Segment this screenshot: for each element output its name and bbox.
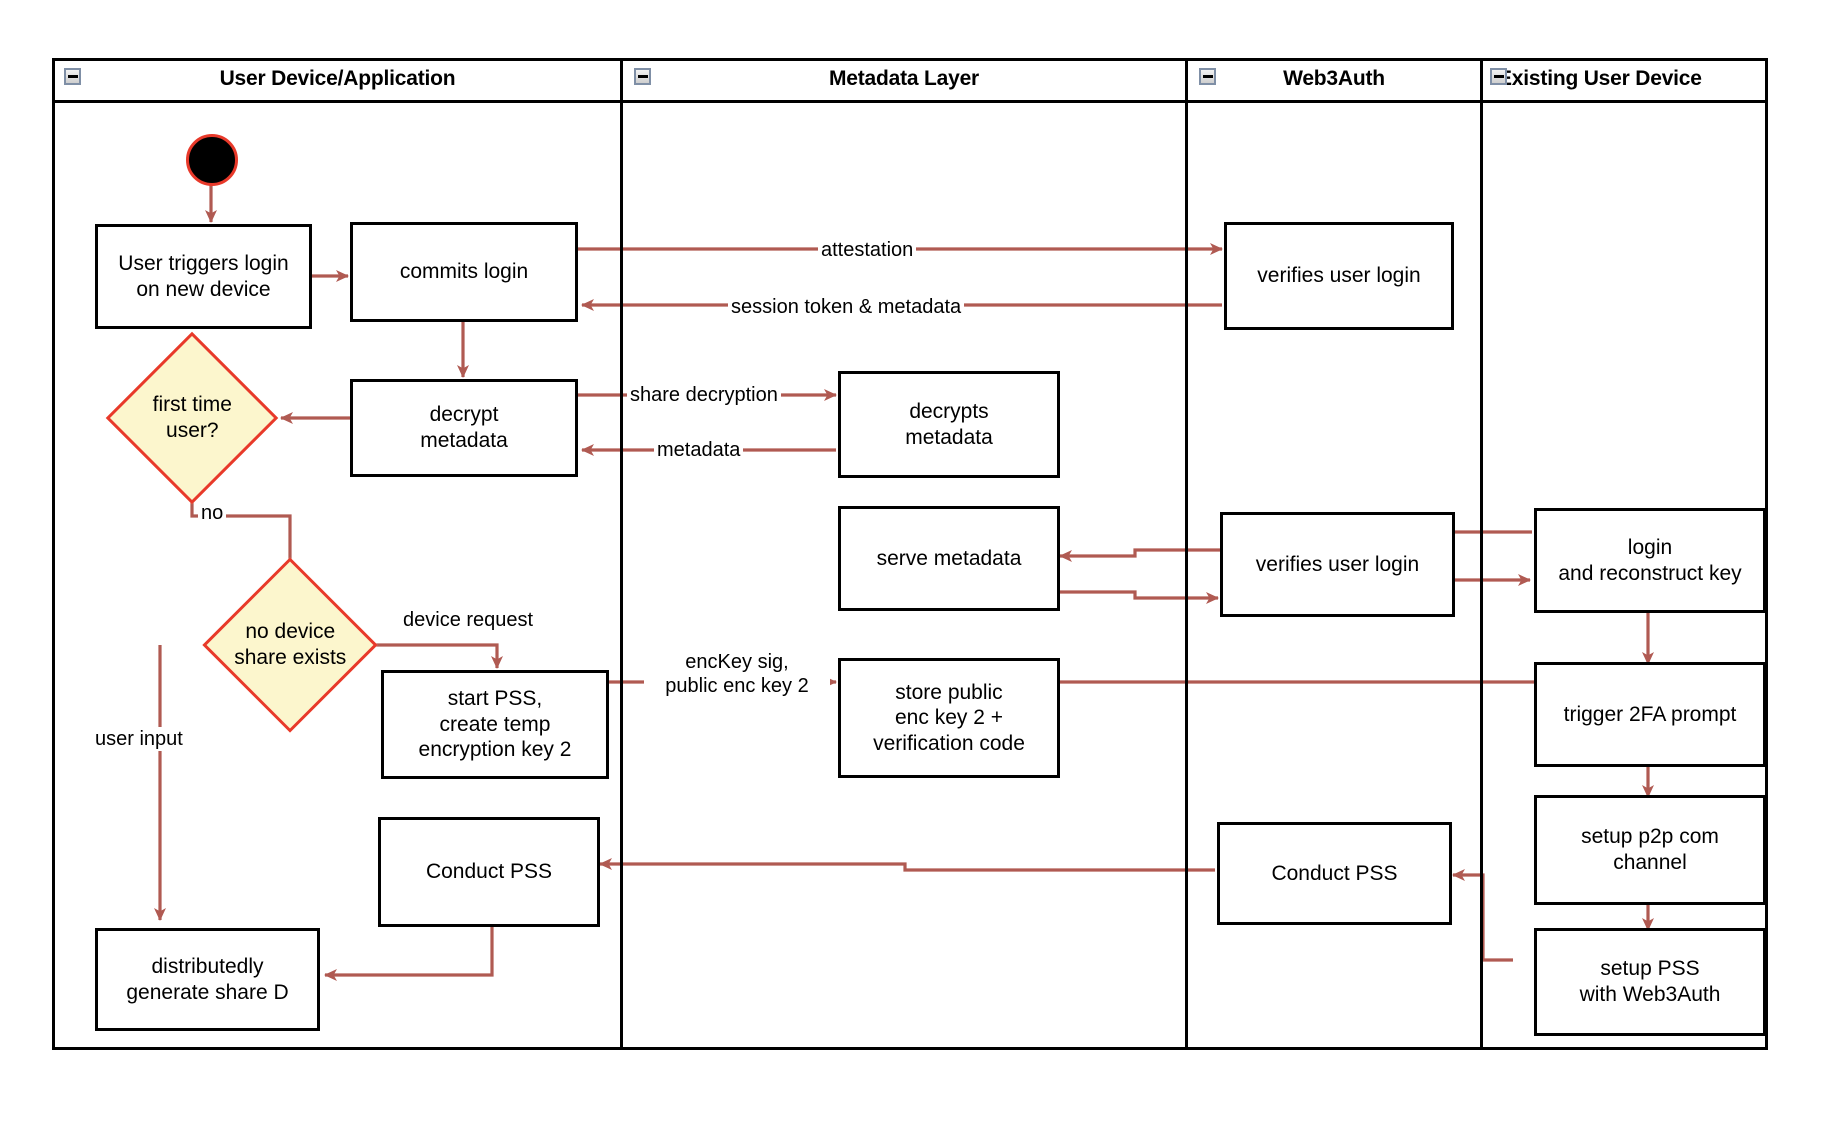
minus-box-icon-metadata-layer[interactable] bbox=[634, 68, 651, 85]
node-login-reconstruct-key[interactable]: login and reconstruct key bbox=[1534, 508, 1766, 613]
lane-title-web3auth: Web3Auth bbox=[1283, 67, 1385, 90]
edge-label-metadata: metadata bbox=[654, 438, 744, 462]
start-node bbox=[186, 134, 238, 186]
node-user-triggers-login[interactable]: User triggers login on new device bbox=[95, 224, 312, 329]
lane-divider-2 bbox=[1185, 58, 1188, 1050]
edge-label-no: no bbox=[198, 501, 227, 525]
decision-no-device-share-exists-label: no device share exists bbox=[233, 620, 347, 669]
node-setup-pss-web3auth[interactable]: setup PSS with Web3Auth bbox=[1534, 928, 1766, 1036]
edge-label-session-token-metadata: session token & metadata bbox=[728, 295, 965, 319]
node-commits-login[interactable]: commits login bbox=[350, 222, 578, 322]
lane-title-existing-user-device: Existing User Device bbox=[1498, 67, 1702, 90]
node-decrypt-metadata[interactable]: decrypt metadata bbox=[350, 379, 578, 477]
decision-first-time-user-label: first time user? bbox=[152, 393, 232, 442]
node-serve-metadata[interactable]: serve metadata bbox=[838, 506, 1060, 611]
edge-label-device-request: device request bbox=[400, 608, 537, 632]
minus-box-icon-existing-user-device[interactable] bbox=[1490, 68, 1507, 85]
node-trigger-2fa-prompt[interactable]: trigger 2FA prompt bbox=[1534, 662, 1766, 767]
node-generate-share-d[interactable]: distributedly generate share D bbox=[95, 928, 320, 1031]
node-conduct-pss-web3auth[interactable]: Conduct PSS bbox=[1217, 822, 1452, 925]
edge-label-attestation: attestation bbox=[818, 238, 917, 262]
edge-label-user-input: user input bbox=[92, 727, 186, 751]
node-store-public-enc-key[interactable]: store public enc key 2 + verification co… bbox=[838, 658, 1060, 778]
swimlane-frame bbox=[52, 58, 1768, 1050]
edge-label-share-decryption: share decryption bbox=[627, 383, 781, 407]
node-start-pss[interactable]: start PSS, create temp encryption key 2 bbox=[381, 670, 609, 779]
node-verifies-user-login-2[interactable]: verifies user login bbox=[1220, 512, 1455, 617]
lane-divider-1 bbox=[620, 58, 623, 1050]
node-decrypts-metadata[interactable]: decrypts metadata bbox=[838, 371, 1060, 478]
minus-box-icon-web3auth[interactable] bbox=[1199, 68, 1216, 85]
node-setup-p2p-channel[interactable]: setup p2p com channel bbox=[1534, 795, 1766, 905]
lane-title-metadata-layer: Metadata Layer bbox=[828, 67, 980, 90]
lane-title-user-device: User Device/Application bbox=[219, 67, 456, 90]
lane-divider-3 bbox=[1480, 58, 1483, 1050]
edge-label-enckey-sig: encKey sig, public enc key 2 bbox=[644, 650, 830, 698]
minus-box-icon-user-device[interactable] bbox=[64, 68, 81, 85]
node-verifies-user-login-1[interactable]: verifies user login bbox=[1224, 222, 1454, 330]
swimlane-header-rule bbox=[52, 100, 1768, 103]
node-conduct-pss-user[interactable]: Conduct PSS bbox=[378, 817, 600, 927]
